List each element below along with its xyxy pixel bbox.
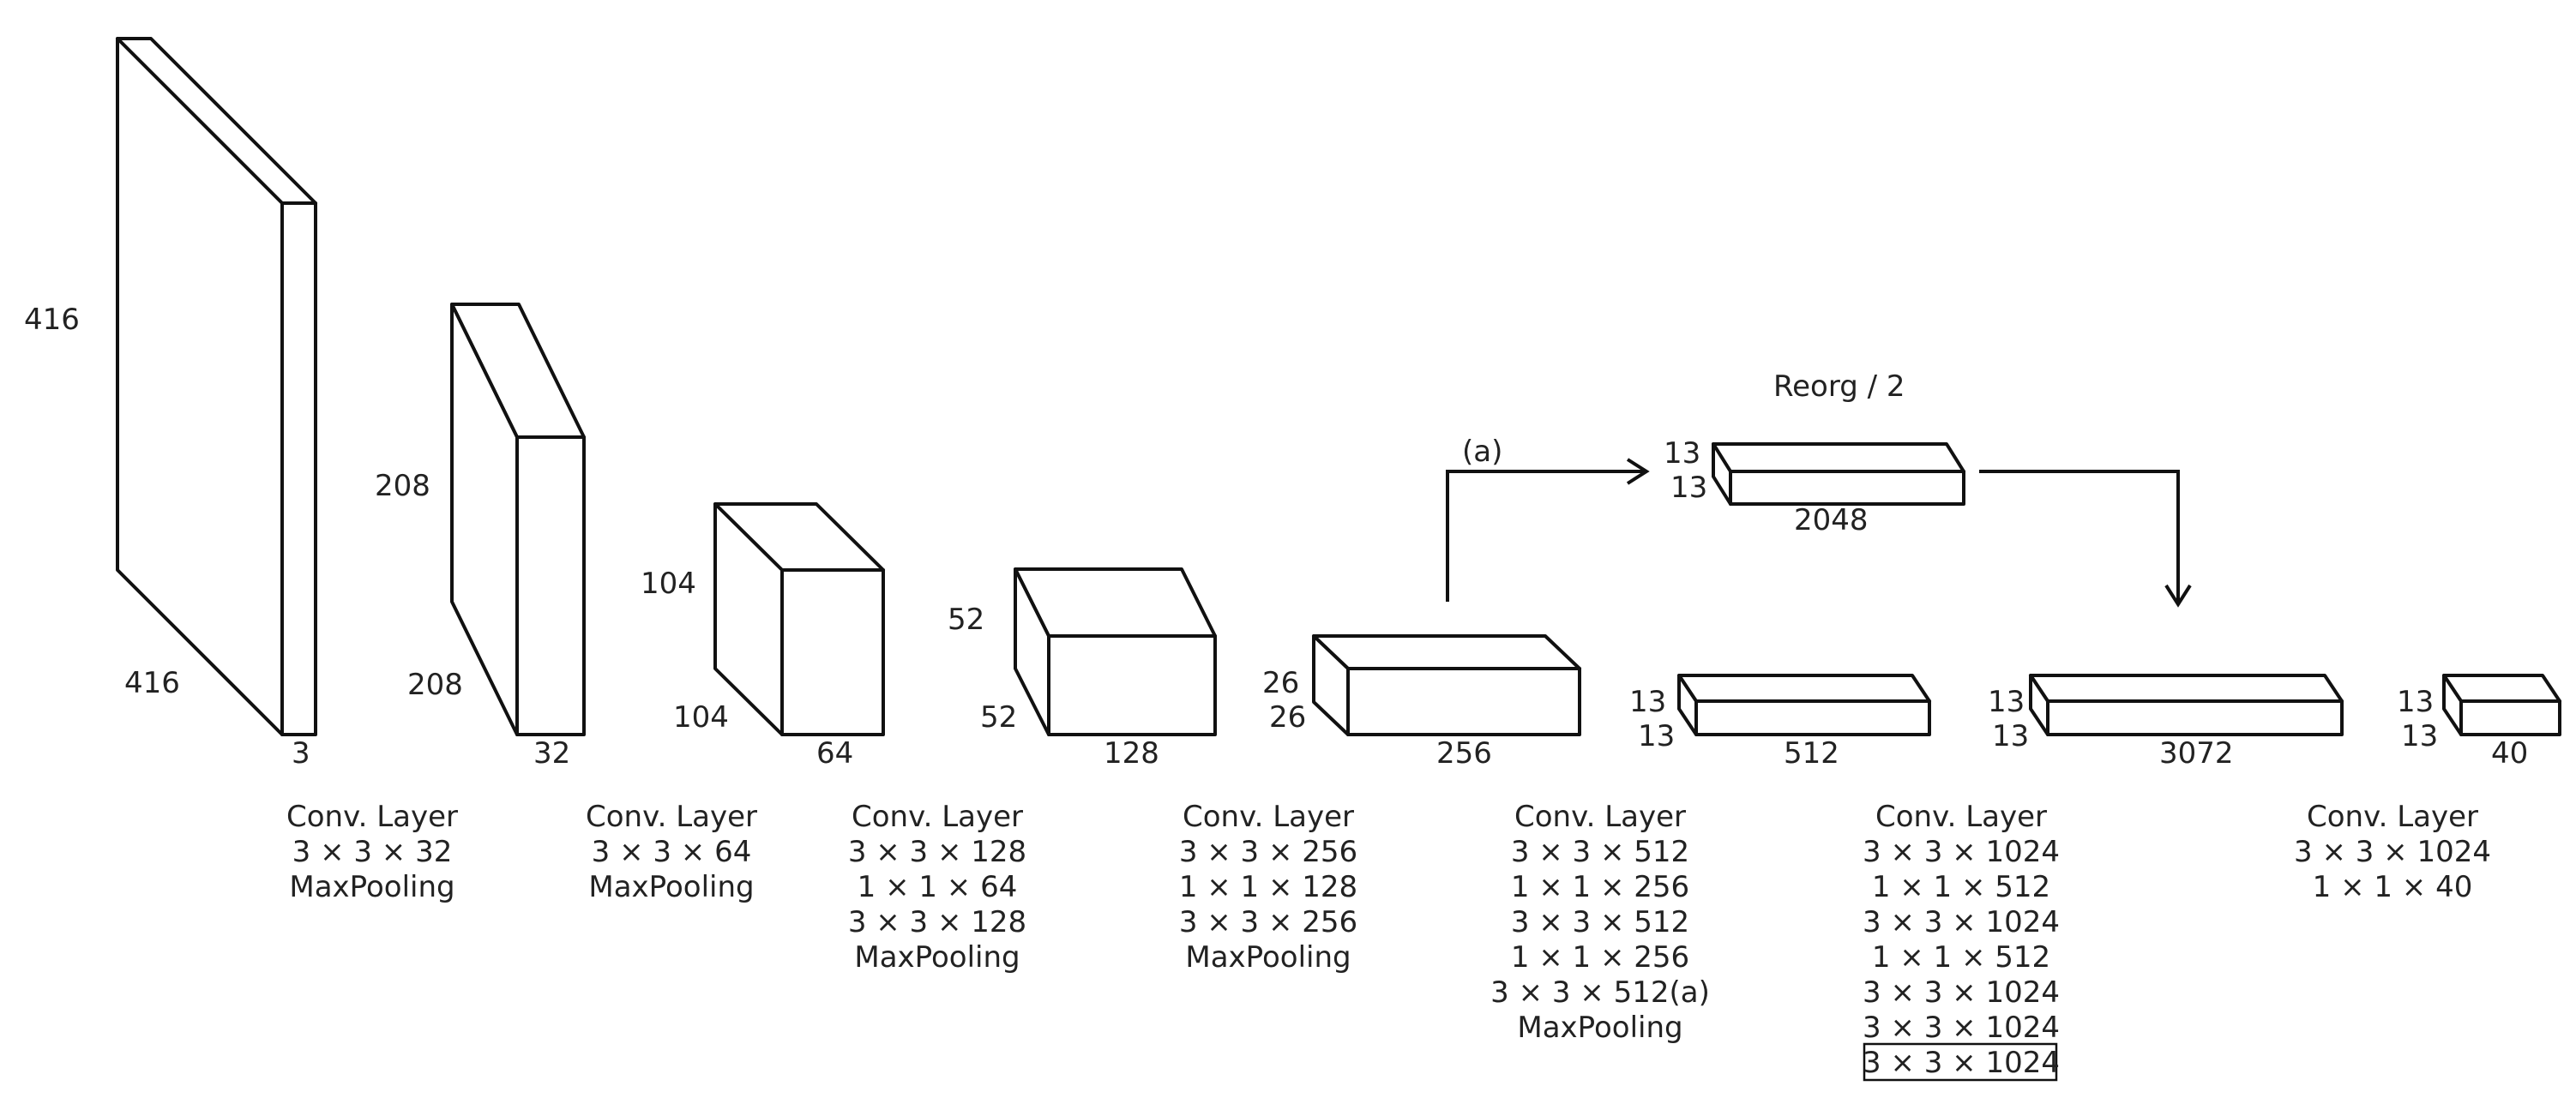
block8-height-label: 13	[2397, 685, 2434, 719]
block2-height-label: 208	[375, 469, 430, 503]
block3-channels-label: 64	[816, 736, 853, 771]
block5-depth-label: 26	[1269, 700, 1306, 735]
reorg-title: Reorg / 2	[1773, 369, 1905, 404]
block1-height-label: 416	[24, 303, 80, 337]
block1-depth-label: 416	[124, 666, 180, 700]
block7-channels-label: 3072	[2159, 736, 2234, 771]
caption-layer-6: Conv. Layer 3 × 3 × 1024 1 × 1 × 512 3 ×…	[1863, 800, 2060, 1082]
block5-height-label: 26	[1262, 666, 1299, 700]
caption-line: Conv. Layer	[2307, 800, 2478, 834]
caption-line: 1 × 1 × 40	[2313, 870, 2473, 904]
block6-depth-label: 13	[1638, 719, 1675, 753]
caption-line: 3 × 3 × 1024	[1863, 905, 2060, 939]
block8-channels-label: 40	[2491, 736, 2528, 771]
block6-channels-label: 512	[1784, 736, 1839, 771]
caption-line: 3 × 3 × 256	[1179, 835, 1357, 869]
caption-line: 3 × 3 × 1024	[1863, 1046, 2060, 1080]
caption-line: 3 × 3 × 128	[848, 905, 1026, 939]
feature-map-104: 104 104 64	[641, 502, 885, 771]
caption-line-highlighted: 3 × 3 × 1024	[1863, 1011, 2060, 1045]
caption-line: Conv. Layer	[286, 800, 458, 834]
caption-layer-5: Conv. Layer 3 × 3 × 512 1 × 1 × 256 3 × …	[1490, 800, 1710, 1045]
caption-line: 3 × 3 × 128	[848, 835, 1026, 869]
caption-line: MaxPooling	[289, 870, 454, 904]
caption-line: Conv. Layer	[1183, 800, 1354, 834]
caption-line: MaxPooling	[1517, 1011, 1682, 1045]
feature-map-416: 416 416 3	[24, 37, 317, 771]
caption-line: 1 × 1 × 128	[1179, 870, 1357, 904]
caption-line: MaxPooling	[854, 940, 1020, 975]
caption-line: MaxPooling	[588, 870, 754, 904]
highlight-box	[1863, 1042, 2058, 1082]
caption-line: 3 × 3 × 512	[1511, 835, 1689, 869]
reorg-channels-label: 2048	[1794, 503, 1869, 537]
caption-line: 3 × 3 × 1024	[1863, 975, 2060, 1010]
block6-height-label: 13	[1629, 685, 1666, 719]
concat-arrow	[1979, 470, 2192, 608]
feature-map-26: 26 26 256	[1262, 634, 1581, 771]
caption-line: 1 × 1 × 256	[1511, 940, 1689, 975]
block3-depth-label: 104	[673, 700, 729, 735]
block7-depth-label: 13	[1992, 719, 2029, 753]
reorg-height-label: 13	[1664, 436, 1700, 471]
caption-line: Conv. Layer	[1875, 800, 2047, 834]
block4-channels-label: 128	[1104, 736, 1159, 771]
feature-map-13x3072: 13 13 3072	[1988, 674, 2344, 771]
caption-layer-3: Conv. Layer 3 × 3 × 128 1 × 1 × 64 3 × 3…	[848, 800, 1026, 975]
caption-line: 3 × 3 × 1024	[2294, 835, 2491, 869]
reorg-branch-arrow	[1446, 458, 1650, 602]
feature-map-52: 52 52 128	[948, 567, 1217, 771]
caption-line: 1 × 1 × 64	[858, 870, 1018, 904]
caption-line: 3 × 3 × 1024	[1863, 835, 2060, 869]
caption-line: 3 × 3 × 512	[1511, 905, 1689, 939]
caption-line: 3 × 3 × 64	[592, 835, 752, 869]
branch-label-a: (a)	[1462, 435, 1502, 469]
caption-line: Conv. Layer	[1514, 800, 1686, 834]
caption-layer-1: Conv. Layer 3 × 3 × 32 MaxPooling	[286, 800, 458, 904]
block1-channels-label: 3	[292, 736, 310, 771]
feature-map-13x512: 13 13 512	[1629, 674, 1931, 771]
block8-depth-label: 13	[2401, 719, 2438, 753]
block4-height-label: 52	[948, 603, 984, 637]
block2-depth-label: 208	[407, 668, 463, 702]
caption-line: 3 × 3 × 32	[292, 835, 453, 869]
reorg-depth-label: 13	[1670, 471, 1707, 505]
caption-line: Conv. Layer	[852, 800, 1023, 834]
block2-channels-label: 32	[533, 736, 570, 771]
reorg-feature-map-2048: 13 13 2048	[1664, 436, 1965, 537]
caption-layer-4: Conv. Layer 3 × 3 × 256 1 × 1 × 128 3 × …	[1179, 800, 1357, 975]
caption-line: MaxPooling	[1185, 940, 1351, 975]
caption-line: 3 × 3 × 256	[1179, 905, 1357, 939]
block7-height-label: 13	[1988, 685, 2025, 719]
block3-height-label: 104	[641, 567, 696, 601]
feature-map-13x40: 13 13 40	[2397, 674, 2561, 771]
caption-line: 1 × 1 × 512	[1872, 940, 2050, 975]
caption-line: 3 × 3 × 512(a)	[1490, 975, 1710, 1010]
caption-line: Conv. Layer	[586, 800, 757, 834]
block5-channels-label: 256	[1436, 736, 1492, 771]
caption-layer-7: Conv. Layer 3 × 3 × 1024 1 × 1 × 40	[2294, 800, 2491, 904]
caption-line: 1 × 1 × 256	[1511, 870, 1689, 904]
feature-map-208: 208 208 32	[375, 303, 586, 771]
block4-depth-label: 52	[980, 700, 1017, 735]
caption-layer-2: Conv. Layer 3 × 3 × 64 MaxPooling	[586, 800, 757, 904]
caption-line: 1 × 1 × 512	[1872, 870, 2050, 904]
